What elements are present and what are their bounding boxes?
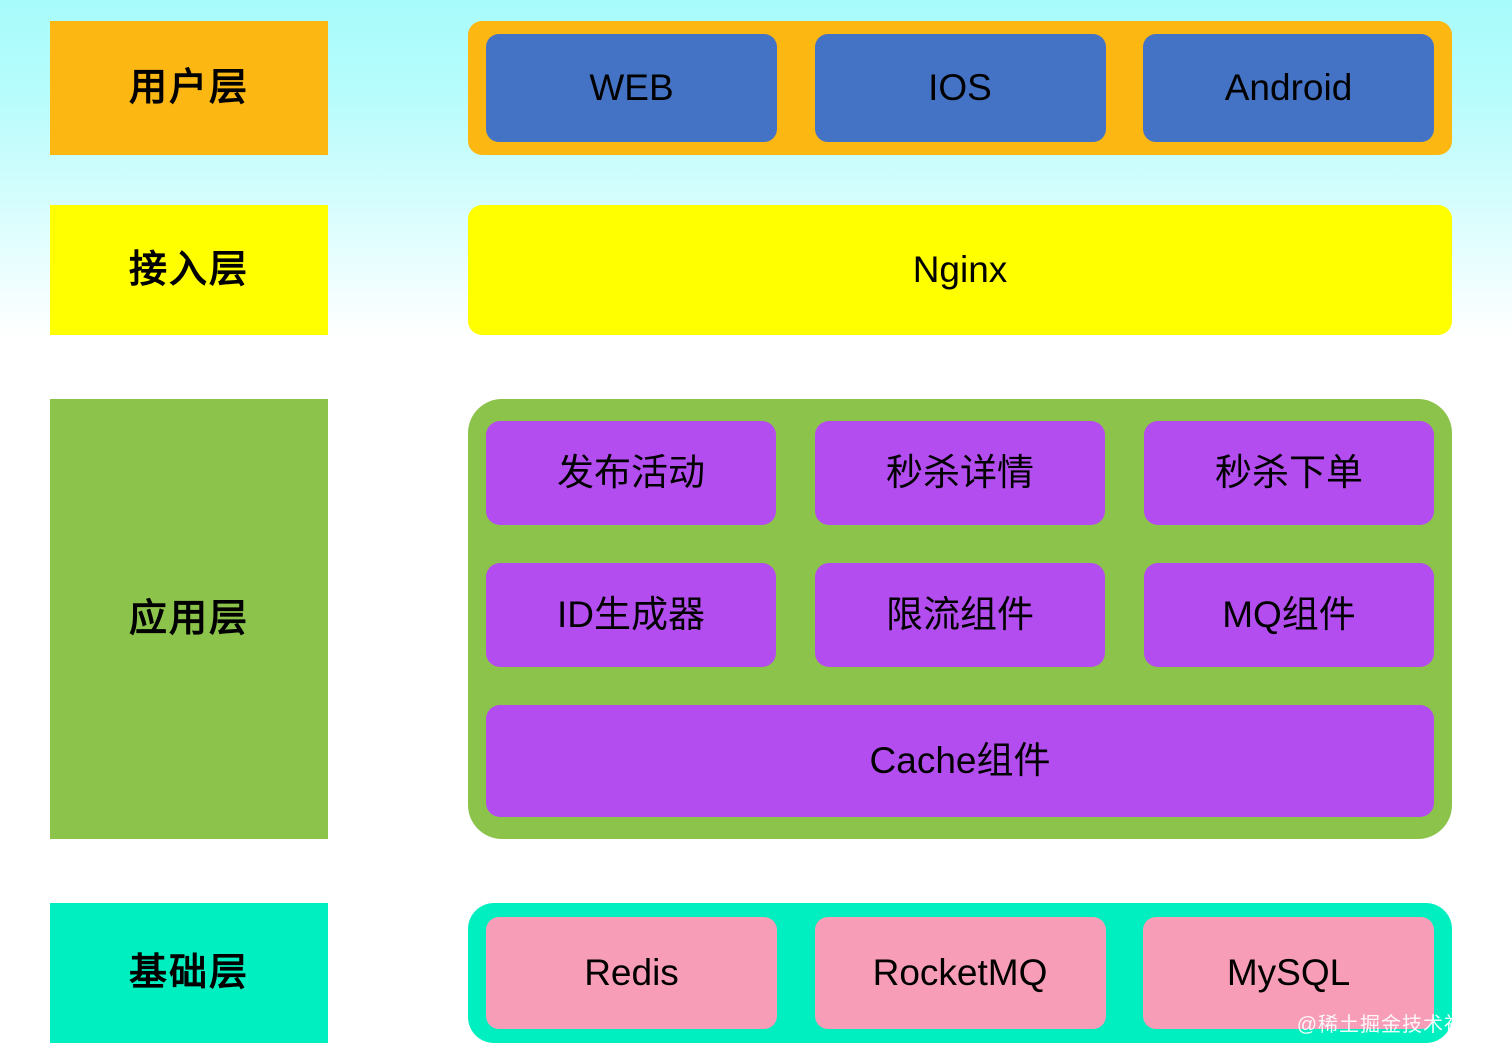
layer-label-app: 应用层 bbox=[50, 399, 328, 839]
layer-label-user-text: 用户层 bbox=[128, 67, 249, 109]
app-row-3: Cache组件 bbox=[486, 705, 1434, 817]
layer-container-user: WEB IOS Android bbox=[468, 21, 1452, 155]
layer-container-app: 发布活动 秒杀详情 秒杀下单 ID生成器 限流组件 MQ组件 Cache组件 bbox=[468, 399, 1452, 839]
node-publish-activity[interactable]: 发布活动 bbox=[486, 421, 776, 525]
node-nginx[interactable]: Nginx bbox=[912, 248, 1008, 290]
layer-label-app-text: 应用层 bbox=[128, 598, 249, 640]
node-seckill-order[interactable]: 秒杀下单 bbox=[1144, 421, 1434, 525]
node-mq-component[interactable]: MQ组件 bbox=[1144, 563, 1434, 667]
node-cache-component[interactable]: Cache组件 bbox=[486, 705, 1434, 817]
node-rate-limiter[interactable]: 限流组件 bbox=[815, 563, 1105, 667]
layer-container-infra: Redis RocketMQ MySQL bbox=[468, 903, 1452, 1043]
layer-label-user: 用户层 bbox=[50, 21, 328, 155]
layer-label-access: 接入层 bbox=[50, 205, 328, 335]
layer-label-infra: 基础层 bbox=[50, 903, 328, 1043]
node-android[interactable]: Android bbox=[1143, 34, 1434, 142]
node-web[interactable]: WEB bbox=[486, 34, 777, 142]
layer-container-access: Nginx bbox=[468, 205, 1452, 335]
layer-label-access-text: 接入层 bbox=[128, 249, 249, 291]
node-ios[interactable]: IOS bbox=[814, 34, 1106, 142]
node-redis[interactable]: Redis bbox=[486, 917, 777, 1029]
node-id-generator[interactable]: ID生成器 bbox=[486, 563, 776, 667]
node-rocketmq[interactable]: RocketMQ bbox=[814, 917, 1106, 1029]
node-seckill-detail[interactable]: 秒杀详情 bbox=[815, 421, 1105, 525]
node-mysql[interactable]: MySQL bbox=[1143, 917, 1434, 1029]
app-row-2: ID生成器 限流组件 MQ组件 bbox=[486, 563, 1434, 667]
app-row-1: 发布活动 秒杀详情 秒杀下单 bbox=[486, 421, 1434, 525]
layer-label-infra-text: 基础层 bbox=[128, 952, 249, 994]
